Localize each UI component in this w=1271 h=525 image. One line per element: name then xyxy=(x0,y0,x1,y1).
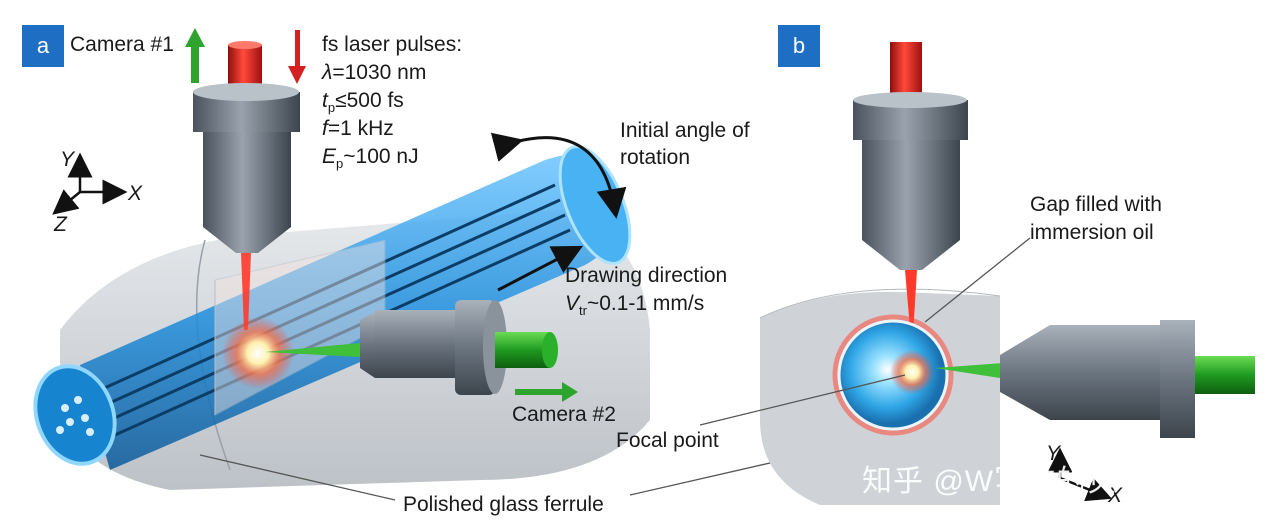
axes-a xyxy=(52,152,128,215)
laser-wavelength: λ=1030 nm xyxy=(322,61,427,84)
laser-pulse-duration: tp≤500 fs xyxy=(322,89,404,116)
axis-x-b: X xyxy=(1108,484,1123,507)
objective-3 xyxy=(853,42,968,352)
laser-title: fs laser pulses: xyxy=(322,33,463,56)
gap-label-1: Gap filled with xyxy=(1030,193,1162,216)
objective-4 xyxy=(935,320,1255,438)
axis-z-a: Z xyxy=(54,213,67,236)
ferrule-label: Polished glass ferrule xyxy=(403,493,604,516)
panel-a-badge: a xyxy=(22,25,64,67)
arrow-laser-down xyxy=(288,30,306,84)
camera1-label: Camera #1 xyxy=(70,33,174,56)
objective-2 xyxy=(265,300,558,395)
focal-glow-b xyxy=(890,350,934,394)
oil-gap-ring xyxy=(832,314,954,436)
panel-b-badge: b xyxy=(778,25,820,67)
axis-y-a: Y xyxy=(60,148,75,171)
arrow-drawing-direction xyxy=(497,245,583,292)
drawing-speed-label: Vtr~0.1-1 mm/s xyxy=(565,292,705,319)
focal-glow-a xyxy=(222,317,294,389)
objective-1 xyxy=(193,41,300,330)
gap-label-2: immersion oil xyxy=(1030,221,1154,244)
leader-focal xyxy=(699,374,906,426)
leader-ferrule-a xyxy=(199,454,396,501)
axis-y-b: Y xyxy=(1046,442,1061,465)
watermark: 知乎 @W写文的贝色麦 xyxy=(862,465,1181,498)
arrow-camera2-right xyxy=(515,382,578,402)
rotation-label-1: Initial angle of xyxy=(620,119,750,142)
drawing-direction-label: Drawing direction xyxy=(565,264,728,287)
axis-x-a: X xyxy=(128,182,143,205)
laser-repetition-rate: f=1 kHz xyxy=(322,117,394,140)
leader-gap xyxy=(924,237,1031,323)
arrow-camera1-up xyxy=(185,28,205,83)
focal-point-label: Focal point xyxy=(616,429,719,452)
laser-pulse-energy: Ep~100 nJ xyxy=(322,145,419,172)
axes-b xyxy=(1047,447,1112,502)
rotation-label-2: rotation xyxy=(620,146,691,169)
arrow-rotation xyxy=(490,132,627,219)
camera2-label: Camera #2 xyxy=(512,403,616,426)
